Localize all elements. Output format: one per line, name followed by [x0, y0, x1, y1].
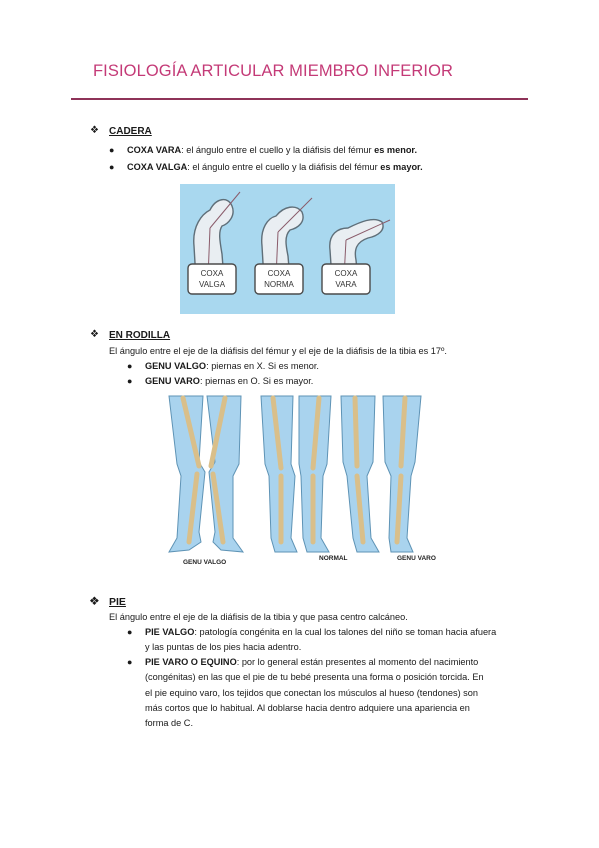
list-item-pie-varo: ● PIE VARO O EQUINO: por lo general está…: [127, 657, 484, 729]
coxa-angles-figure: COXA VALGA COXA NORMA COXA VARA: [180, 184, 395, 314]
section-heading-rodilla: ❖ EN RODILLA: [90, 329, 171, 341]
svg-text:VALGA: VALGA: [199, 280, 226, 289]
diamond-bullet-icon: ❖: [90, 329, 99, 340]
genu-label-valgo: GENU VALGO: [183, 559, 226, 566]
section-heading-cadera: ❖ CADERA: [90, 125, 152, 137]
bullet-dot-icon: ●: [127, 376, 133, 386]
coxa-label-valga: COXA VALGA: [187, 263, 237, 295]
coxa-label-vara: COXA VARA: [321, 263, 371, 295]
svg-text:VARA: VARA: [335, 280, 357, 289]
pie-intro: El ángulo entre el eje de la diáfisis de…: [109, 612, 408, 622]
list-item-coxa-vara: ● COXA VARA: el ángulo entre el cuello y…: [109, 143, 417, 158]
bullet-dot-icon: ●: [109, 145, 115, 155]
list-item-genu-varo: ● GENU VARO: piernas en O. Si es mayor.: [127, 374, 313, 389]
bullet-dot-icon: ●: [109, 162, 115, 172]
section-heading-pie: ❖ PIE: [89, 594, 126, 608]
genu-normal-legs-illustration: [260, 395, 332, 553]
svg-text:COXA: COXA: [201, 269, 224, 278]
bullet-dot-icon: ●: [127, 627, 133, 637]
coxa-label-normal: COXA NORMA: [254, 263, 304, 295]
diamond-bullet-icon: ❖: [89, 594, 100, 608]
genu-label-normal: NORMAL: [319, 555, 348, 562]
list-item-coxa-valga: ● COXA VALGA: el ángulo entre el cuello …: [109, 160, 423, 175]
genu-valgo-legs-illustration: [168, 395, 245, 553]
title-divider: [71, 98, 528, 100]
diamond-bullet-icon: ❖: [90, 125, 99, 136]
page-title: FISIOLOGÍA ARTICULAR MIEMBRO INFERIOR: [93, 62, 454, 80]
genu-label-varo: GENU VARO: [397, 555, 436, 562]
rodilla-intro: El ángulo entre el eje de la diáfisis de…: [109, 346, 447, 356]
genu-alignment-figure: GENU VALGO NORMAL GENU VARO: [168, 395, 436, 566]
list-item-pie-valgo: ● PIE VALGO: patología congénita en la c…: [127, 627, 497, 653]
list-item-genu-valgo: ● GENU VALGO: piernas en X. Si es menor.: [127, 359, 319, 374]
svg-text:COXA: COXA: [335, 269, 358, 278]
svg-text:NORMA: NORMA: [264, 280, 294, 289]
genu-varo-legs-illustration: [340, 395, 422, 553]
bullet-dot-icon: ●: [127, 657, 133, 667]
bullet-dot-icon: ●: [127, 361, 133, 371]
svg-text:COXA: COXA: [268, 269, 291, 278]
